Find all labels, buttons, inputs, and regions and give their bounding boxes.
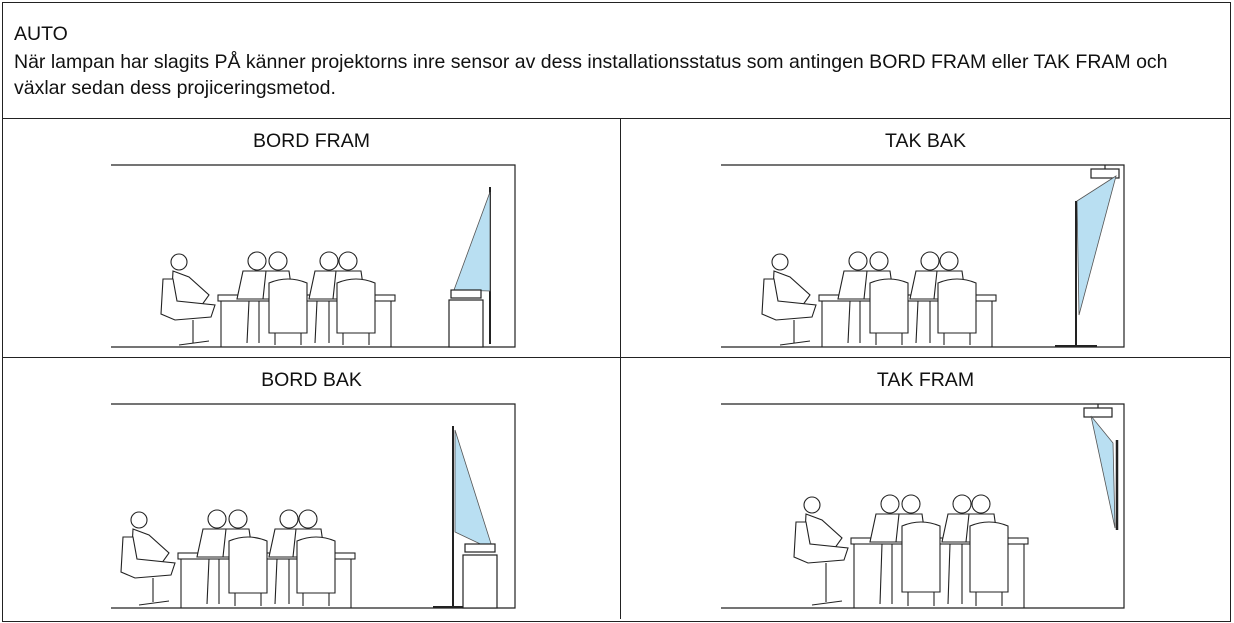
bord-fram-illustration <box>111 164 516 348</box>
tak-bak-illustration <box>721 164 1125 348</box>
cell-label: TAK FRAM <box>876 369 975 391</box>
cell-tak-bak: TAK BAK <box>621 119 1230 357</box>
cell-tak-fram: TAK FRAM <box>621 358 1230 623</box>
bord-bak-illustration <box>111 403 516 609</box>
column-divider <box>620 119 621 619</box>
cell-label: BORD FRAM <box>253 130 370 152</box>
header-description: När lampan har slagits PÅ känner projekt… <box>14 51 1168 99</box>
tak-fram-illustration <box>721 403 1125 609</box>
header-title: AUTO <box>14 23 68 45</box>
cell-bord-bak: BORD BAK <box>3 358 620 623</box>
cell-label: BORD BAK <box>261 369 362 391</box>
header-cell: AUTO När lampan har slagits PÅ känner pr… <box>3 3 1230 119</box>
cell-label: TAK BAK <box>885 130 966 152</box>
cell-bord-fram: BORD FRAM <box>3 119 620 357</box>
row-divider <box>3 357 1230 358</box>
